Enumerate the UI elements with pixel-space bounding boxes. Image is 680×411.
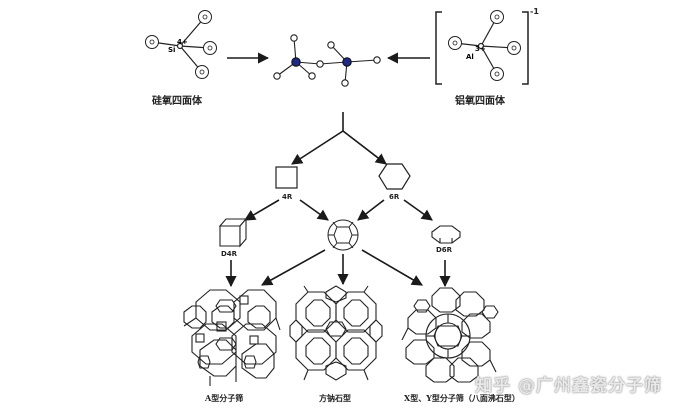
silicon-tetrahedron-caption: 硅氧四面体 [152,94,203,107]
double-four-ring-cube [218,217,248,248]
si-charge-label: 4+ [177,38,188,46]
double-six-ring-prism [431,225,461,244]
aluminum-atom [477,42,485,50]
silicon-oxygen-tetrahedron [144,9,218,80]
oxygen-atom [194,64,210,80]
watermark: 知乎 @广州鑫瓷分子筛 [475,376,662,396]
sodalite-cage [327,219,359,251]
flow-arrows [225,52,451,288]
d4r-label: D4R [221,250,238,258]
oxygen-atom [447,35,463,51]
al-charge-label: 3+ [475,45,486,53]
si-ion-label: Si [168,46,175,54]
oxygen-atom [197,9,213,25]
oxygen-atom [202,40,218,56]
silicon-atom [176,42,184,50]
zeolite-a-caption: A型分子筛 [204,393,243,403]
sodalite-caption: 方钠石型 [319,393,351,403]
oxygen-atom [144,34,160,50]
aluminum-oxygen-tetrahedron [435,9,529,85]
d6r-label: D6R [436,246,453,254]
framework-atom [291,57,301,67]
sodalite-framework [289,285,383,381]
six-ring-hexagon [378,163,411,190]
four-ring-label: 4R [282,193,293,201]
linked-tetrahedra [273,34,381,87]
four-ring-square [275,166,298,189]
aluminum-tetrahedron-caption: 铝氧四面体 [455,94,506,107]
faujasite-framework [401,287,499,383]
bracket-charge-label: -1 [530,7,539,16]
al-ion-label: Al [466,53,474,61]
oxygen-atom [506,40,522,56]
faujasite-caption: X型、Y型分子筛（八面沸石型） [404,393,520,403]
framework-atom [342,57,352,67]
oxygen-atom [489,66,505,82]
zeolite-a-framework [183,289,281,386]
oxygen-atom [489,9,505,25]
six-ring-label: 6R [389,193,400,201]
